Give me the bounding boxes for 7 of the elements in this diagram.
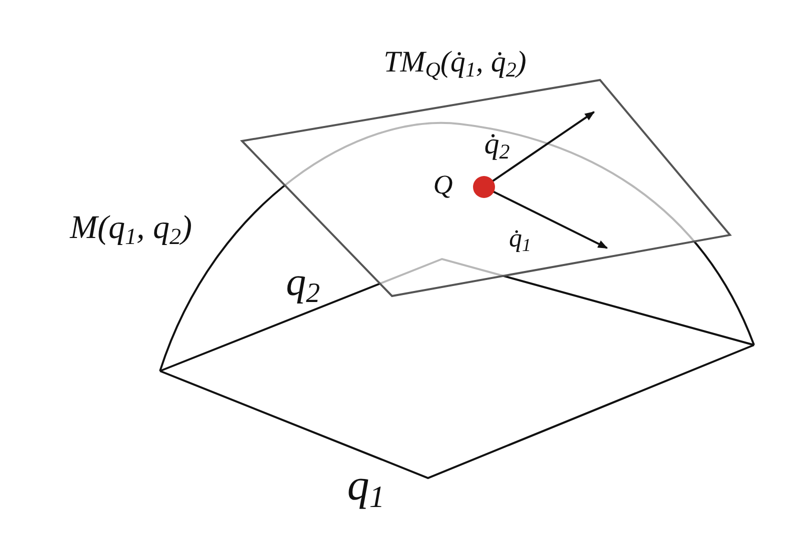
math-label: q$_{2}$: [286, 262, 320, 308]
math-label: M(q$_{1}$, q$_{2}$): [70, 212, 192, 248]
math-label: TM$_{Q}$(q̇$_{1}$, q̇$_{2}$): [384, 47, 526, 81]
math-label: q̇$_{1}$: [508, 226, 532, 254]
math-label: Q: [433, 172, 453, 198]
math-label: q$_{1}$: [347, 463, 385, 513]
math-label: q̇$_{2}$: [484, 129, 510, 163]
